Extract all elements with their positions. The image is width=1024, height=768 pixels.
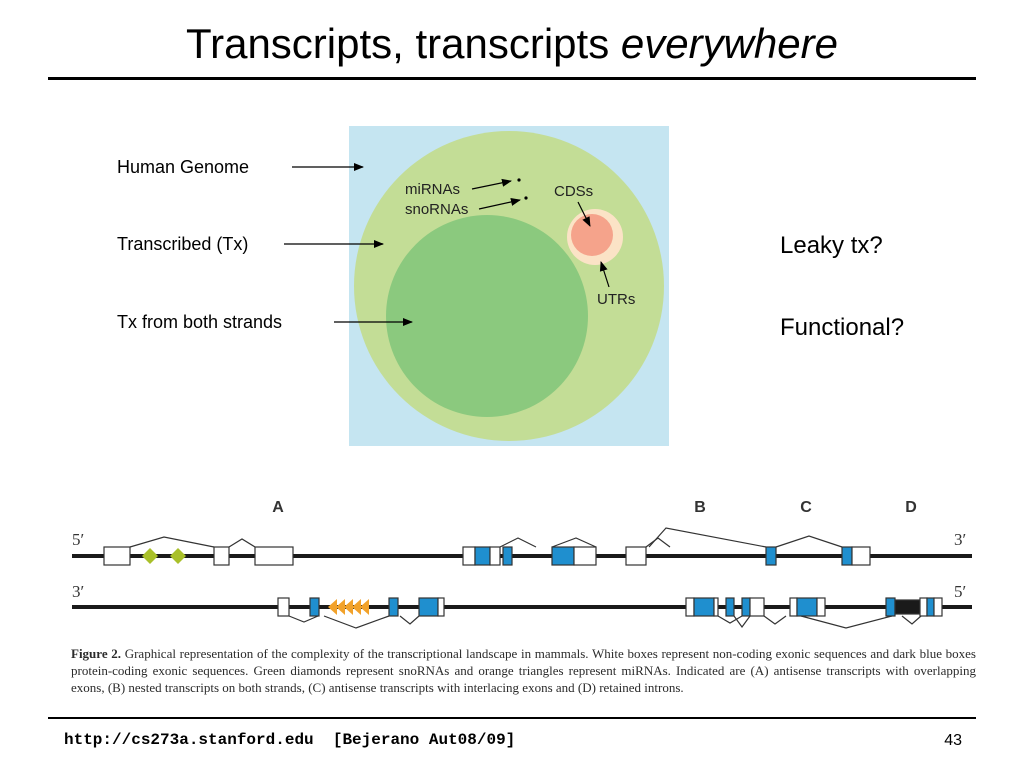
utrs-arrow [599, 261, 610, 288]
footer-source: http://cs273a.stanford.edu [Bejerano Aut… [64, 731, 515, 749]
region-letter-c: C [800, 499, 812, 516]
mirnas-arrow [471, 178, 512, 190]
snorna-diamonds [142, 548, 186, 564]
mirna-triangles [328, 599, 369, 615]
title-italic-text: everywhere [620, 20, 838, 67]
top-strand-right-end: 3′ [954, 530, 966, 549]
mirnas-label: miRNAs [405, 181, 460, 198]
region-letter-d: D [905, 499, 917, 516]
region-letter-b: B [694, 499, 706, 516]
snorna-dot [524, 196, 528, 200]
cdss-arrow [577, 201, 591, 227]
bottom-strand-introns [288, 615, 922, 629]
both-strands-region [386, 215, 588, 417]
utrs-label: UTRs [597, 291, 635, 308]
region-letter-a: A [272, 499, 284, 516]
footer-url-link[interactable]: http://cs273a.stanford.edu [64, 731, 314, 749]
title-divider [48, 77, 976, 80]
transcript-landscape-figure: A B C D 5′ 3′ 3′ 5′ [72, 499, 972, 629]
functional-question: Functional? [780, 314, 905, 341]
snornas-arrow [478, 198, 521, 210]
top-strand-left-end: 5′ [72, 530, 84, 549]
cds-region [571, 214, 613, 256]
mirna-dot [517, 178, 521, 182]
snornas-label: snoRNAs [405, 201, 468, 218]
figure-caption-text: Graphical representation of the complexi… [71, 646, 976, 695]
footer-divider [48, 717, 976, 719]
bottom-strand-exons [277, 597, 943, 617]
genome-venn-diagram: Human Genome Transcribed (Tx) Tx from bo… [117, 126, 669, 446]
title-main-text: Transcripts, transcripts [186, 20, 621, 67]
figure-caption-label: Figure 2. [71, 646, 122, 661]
figure-caption: Figure 2. Graphical representation of th… [71, 645, 976, 696]
transcribed-label: Transcribed (Tx) [117, 234, 248, 254]
top-strand-introns [129, 527, 843, 548]
page-number: 43 [944, 732, 962, 749]
footer-course-label: [Bejerano Aut08/09] [332, 731, 516, 749]
leaky-tx-question: Leaky tx? [780, 232, 883, 259]
bottom-strand-right-end: 5′ [954, 582, 966, 601]
cdss-label: CDSs [554, 183, 593, 200]
bottom-strand-left-end: 3′ [72, 582, 84, 601]
top-strand-exons [103, 546, 871, 566]
slide-title: Transcripts, transcripts everywhere [0, 16, 1024, 72]
both-strands-label: Tx from both strands [117, 312, 282, 332]
human-genome-label: Human Genome [117, 157, 249, 177]
